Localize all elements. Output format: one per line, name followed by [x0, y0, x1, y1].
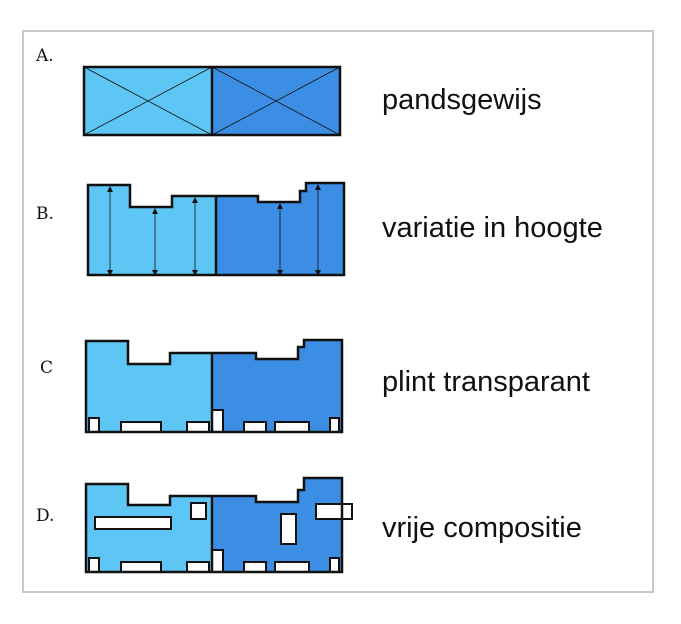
row-c-plinth-opening	[120, 421, 162, 433]
row-d-plinth-opening	[186, 561, 210, 573]
row-d-window	[190, 502, 207, 520]
row-b-arrowhead	[315, 270, 321, 276]
row-c-plinth-opening	[274, 421, 310, 433]
row-d-window	[280, 513, 297, 545]
row-b-arrowhead	[152, 208, 158, 214]
row-b-arrowhead	[152, 270, 158, 276]
row-d-plinth-opening	[274, 561, 310, 573]
row-b-outline	[86, 181, 346, 277]
row-d-plinth-opening	[211, 549, 224, 573]
row-b-arrowhead	[277, 270, 283, 276]
row-c-letter: C	[40, 358, 54, 378]
row-c-building-right	[212, 340, 342, 432]
row-b-letter: B.	[36, 204, 54, 224]
row-c-outline	[84, 338, 344, 434]
row-d-building-right	[212, 478, 342, 572]
row-a-right-diagonal-2	[211, 66, 341, 136]
row-d-plinth-opening	[88, 557, 100, 573]
row-c-label: plint transparant	[382, 366, 590, 398]
row-a-facades	[82, 65, 342, 137]
row-d-plinth-opening	[329, 557, 340, 573]
row-c-building-left	[86, 341, 212, 432]
row-d-label: vrije compositie	[382, 512, 582, 544]
row-c-plinth-opening	[186, 421, 210, 433]
row-d-facades	[84, 476, 353, 574]
row-c-facades	[84, 338, 344, 434]
row-b-arrowhead	[107, 186, 113, 192]
row-c-plinth-opening	[88, 417, 100, 433]
row-b-building-left	[88, 185, 216, 275]
row-d-window	[94, 516, 172, 530]
row-d-outline	[84, 476, 344, 574]
row-b-arrowhead	[277, 203, 283, 209]
diagram-frame	[22, 30, 654, 593]
row-d-plinth-opening	[120, 561, 162, 573]
row-b-facades	[86, 181, 346, 277]
row-b-label: variatie in hoogte	[382, 212, 603, 244]
row-b-arrowhead	[192, 270, 198, 276]
row-c-plinth-opening	[329, 417, 340, 433]
row-b-arrowhead	[315, 184, 321, 190]
row-a-label: pandsgewijs	[382, 84, 542, 116]
row-b-arrowhead	[192, 197, 198, 203]
row-a-letter: A.	[36, 46, 54, 66]
row-c-plinth-opening	[243, 421, 267, 433]
row-d-plinth-opening	[243, 561, 267, 573]
row-d-window	[315, 503, 353, 520]
row-a-left-diagonal-2	[83, 66, 213, 136]
row-b-arrowhead	[107, 270, 113, 276]
row-c-plinth-opening	[211, 409, 224, 433]
row-d-letter: D.	[36, 506, 55, 526]
